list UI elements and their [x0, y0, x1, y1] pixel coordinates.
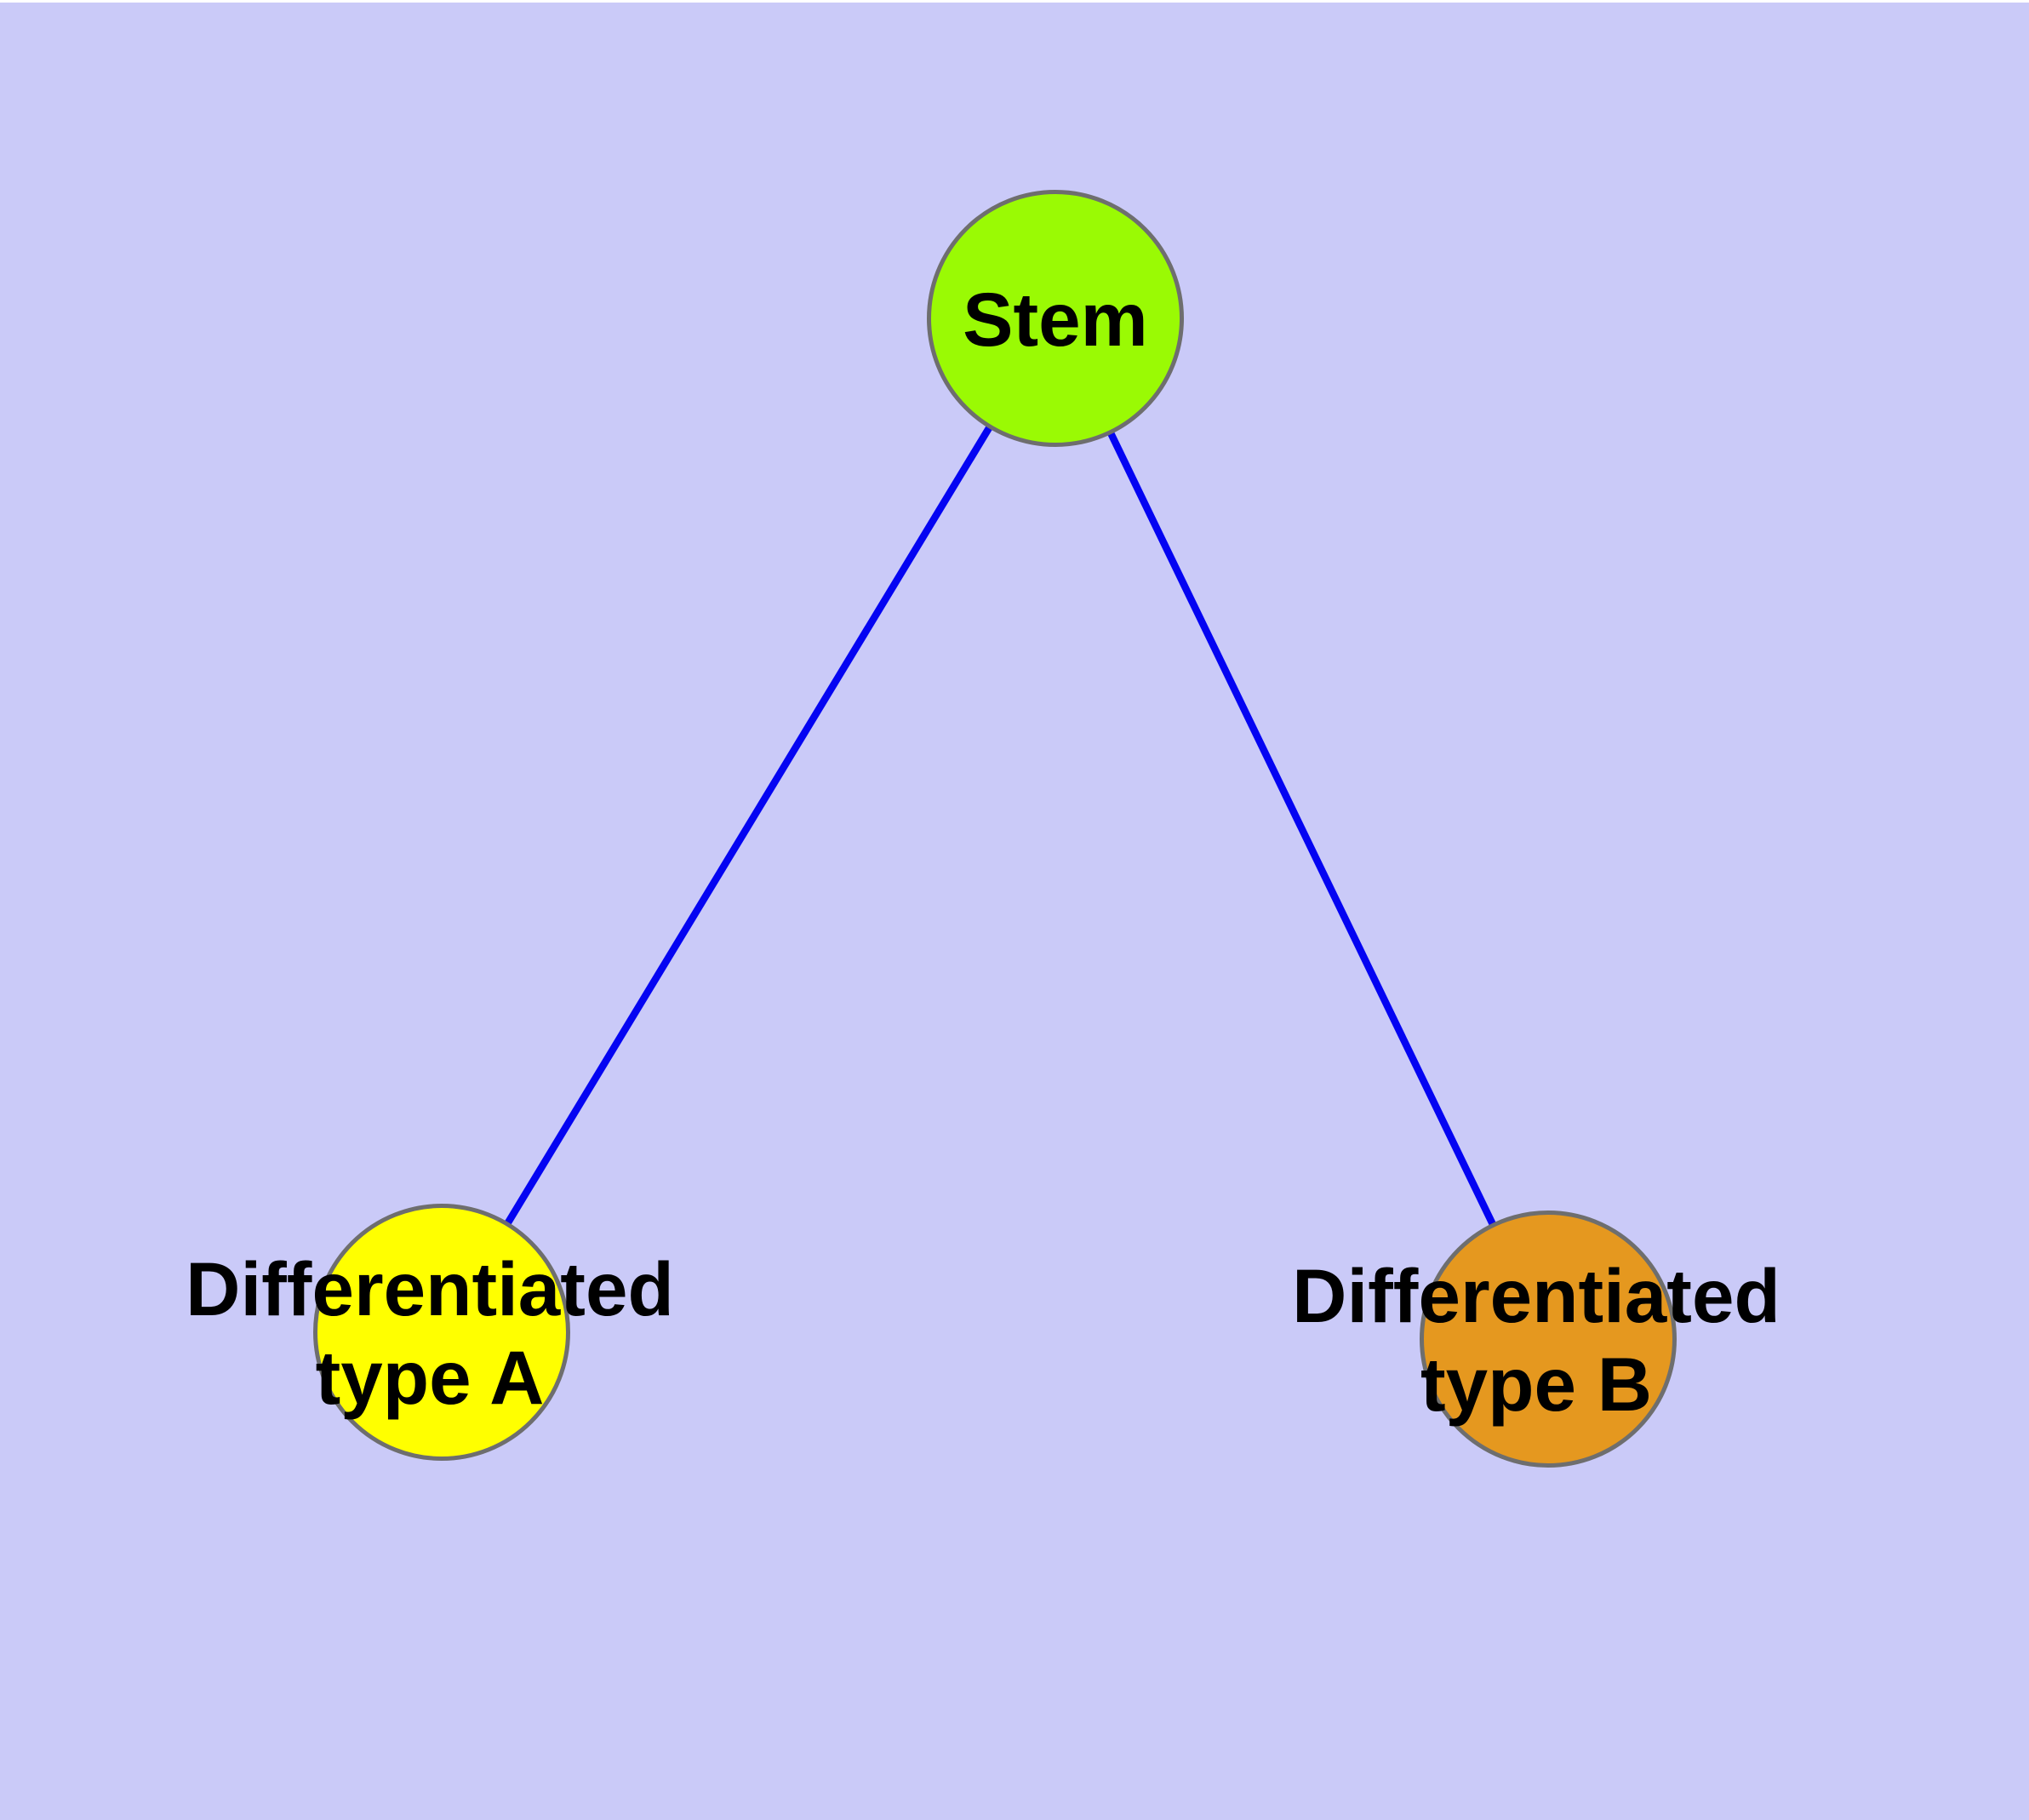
edge-stem-to-type-a	[438, 316, 1059, 1335]
node-differentiated-type-b: Differentiated type B	[1292, 1210, 1780, 1468]
edge-stem-to-type-b	[1052, 317, 1552, 1341]
node-stem-circle	[927, 190, 1184, 447]
node-differentiated-type-a: Differentiated type A	[186, 1204, 674, 1461]
node-stem: Stem	[927, 190, 1184, 447]
node-differentiated-type-b-circle	[1420, 1210, 1677, 1468]
node-differentiated-type-b-label-line2: type B	[1420, 1342, 1652, 1427]
node-differentiated-type-a-circle	[313, 1204, 570, 1461]
node-differentiated-type-b-label-line1: Differentiated	[1292, 1253, 1780, 1338]
node-stem-label: Stem	[963, 277, 1148, 362]
node-differentiated-type-a-label-line1: Differentiated	[186, 1246, 674, 1331]
node-differentiated-type-a-label-line2: type A	[316, 1335, 545, 1420]
